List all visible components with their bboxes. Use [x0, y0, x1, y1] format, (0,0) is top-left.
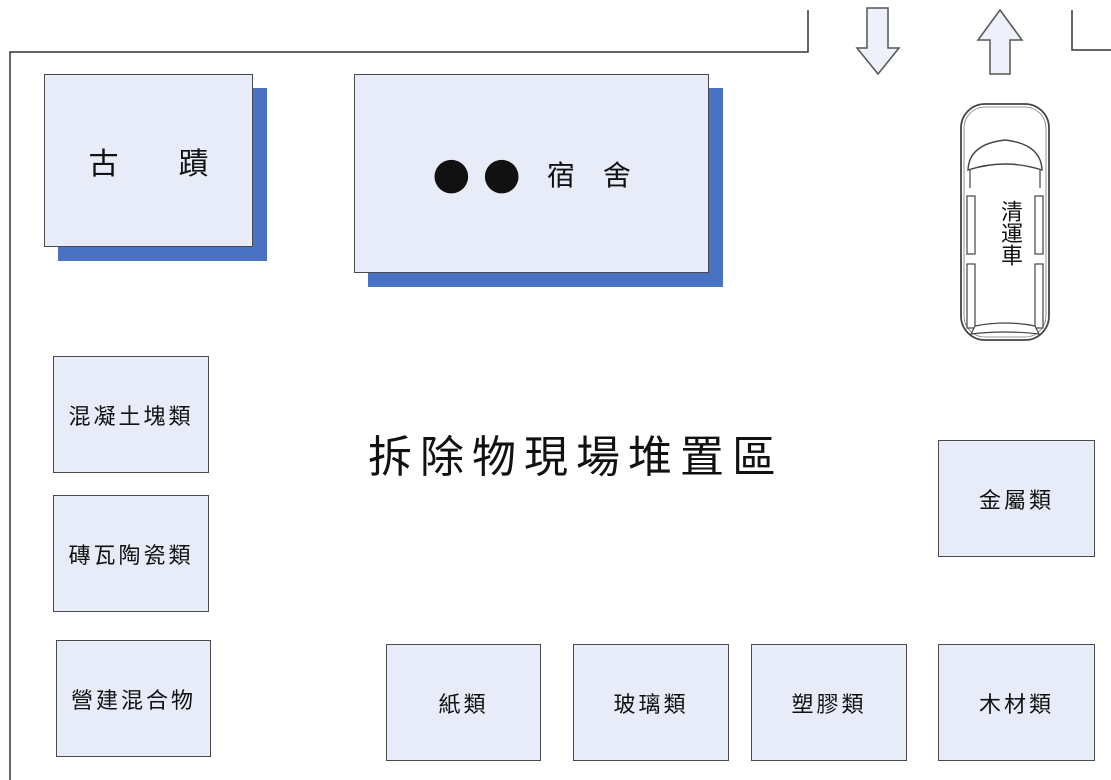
- up-arrow-icon: [976, 8, 1024, 75]
- bin-brick-label: 磚瓦陶瓷類: [68, 543, 194, 569]
- bin-wood-label: 木材類: [978, 692, 1054, 718]
- truck-label: 清運車: [997, 200, 1022, 266]
- site-boundary-right-wall: [1071, 10, 1111, 51]
- truck-window-right-rear: [1034, 263, 1044, 329]
- area-title: 拆除物現場堆置區: [368, 432, 784, 483]
- bin-metal: 金屬類: [938, 440, 1095, 557]
- truck-outline: [960, 103, 1050, 341]
- dormitory-marker: ●●: [432, 147, 533, 199]
- dormitory-label: 宿 舍: [546, 158, 631, 192]
- bin-wood: 木材類: [938, 644, 1095, 761]
- bin-plastic-label: 塑膠類: [791, 692, 867, 718]
- bin-glass-label: 玻璃類: [613, 692, 689, 718]
- truck-rear-bumper: [969, 322, 1041, 335]
- heritage-label: 古 蹟: [88, 146, 209, 182]
- bin-concrete: 混凝土塊類: [53, 356, 209, 473]
- bin-metal-label: 金屬類: [978, 488, 1054, 514]
- dormitory-building: ●● 宿 舍: [354, 74, 709, 273]
- bin-glass: 玻璃類: [573, 644, 729, 761]
- bin-plastic: 塑膠類: [751, 644, 907, 761]
- bin-paper-label: 紙類: [438, 692, 489, 718]
- down-arrow-icon: [855, 7, 901, 76]
- truck-window-right-front: [1034, 195, 1044, 255]
- truck-window-left-front: [966, 195, 976, 255]
- bin-concrete-label: 混凝土塊類: [68, 404, 194, 430]
- truck-cab-lines: [969, 170, 1041, 188]
- heritage-building: 古 蹟: [44, 74, 253, 247]
- truck-window-left-rear: [966, 263, 976, 329]
- bin-construction-mixed: 營建混合物: [56, 640, 211, 757]
- bin-brick-ceramic: 磚瓦陶瓷類: [53, 495, 209, 612]
- bin-paper: 紙類: [386, 644, 541, 761]
- truck-body-inner: [963, 106, 1047, 338]
- truck-icon: 清運車: [955, 100, 1055, 345]
- bin-mixed-label: 營建混合物: [70, 688, 196, 714]
- site-boundary-left-wall: [9, 10, 809, 780]
- truck-windshield: [967, 139, 1043, 171]
